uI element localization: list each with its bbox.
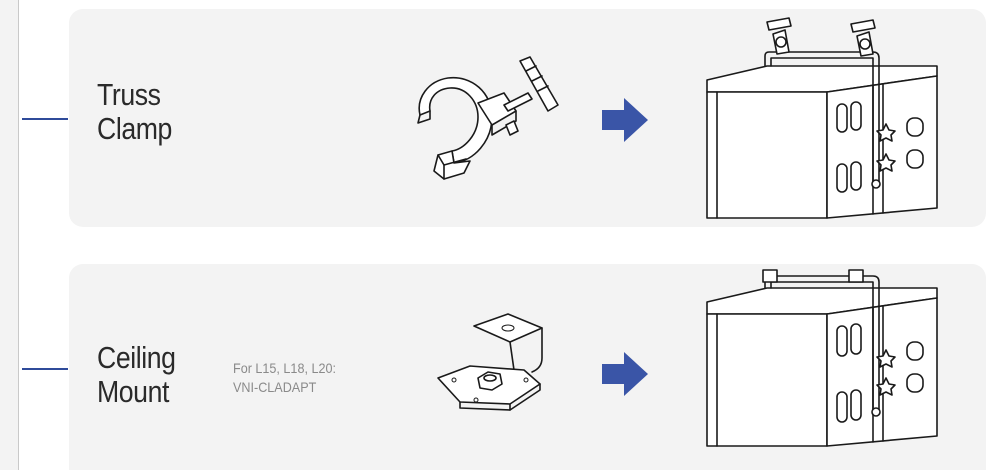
ceiling-mount-title: Ceiling Mount [97,341,176,409]
ceiling-mount-note-line1: For L15, L18, L20: [233,359,336,378]
side-rail [0,0,19,470]
arrow-right-icon [602,98,648,142]
truss-clamp-title: Truss Clamp [97,78,172,146]
speaker-with-ceiling-mounts-icon [693,268,955,464]
arrow-right-icon [602,352,648,396]
truss-clamp-icon [408,53,568,193]
ceiling-mount-note: For L15, L18, L20: VNI-CLADAPT [233,359,336,397]
truss-clamp-title-line1: Truss [97,78,172,112]
ceiling-mount-connector-line [22,368,68,370]
speaker-with-truss-clamps-icon [693,14,955,226]
ceiling-mount-title-line1: Ceiling [97,341,176,375]
ceiling-mount-bracket-icon [430,308,570,418]
truss-clamp-title-line2: Clamp [97,112,172,146]
ceiling-mount-title-line2: Mount [97,375,176,409]
ceiling-mount-note-line2: VNI-CLADAPT [233,378,336,397]
truss-clamp-connector-line [22,118,68,120]
